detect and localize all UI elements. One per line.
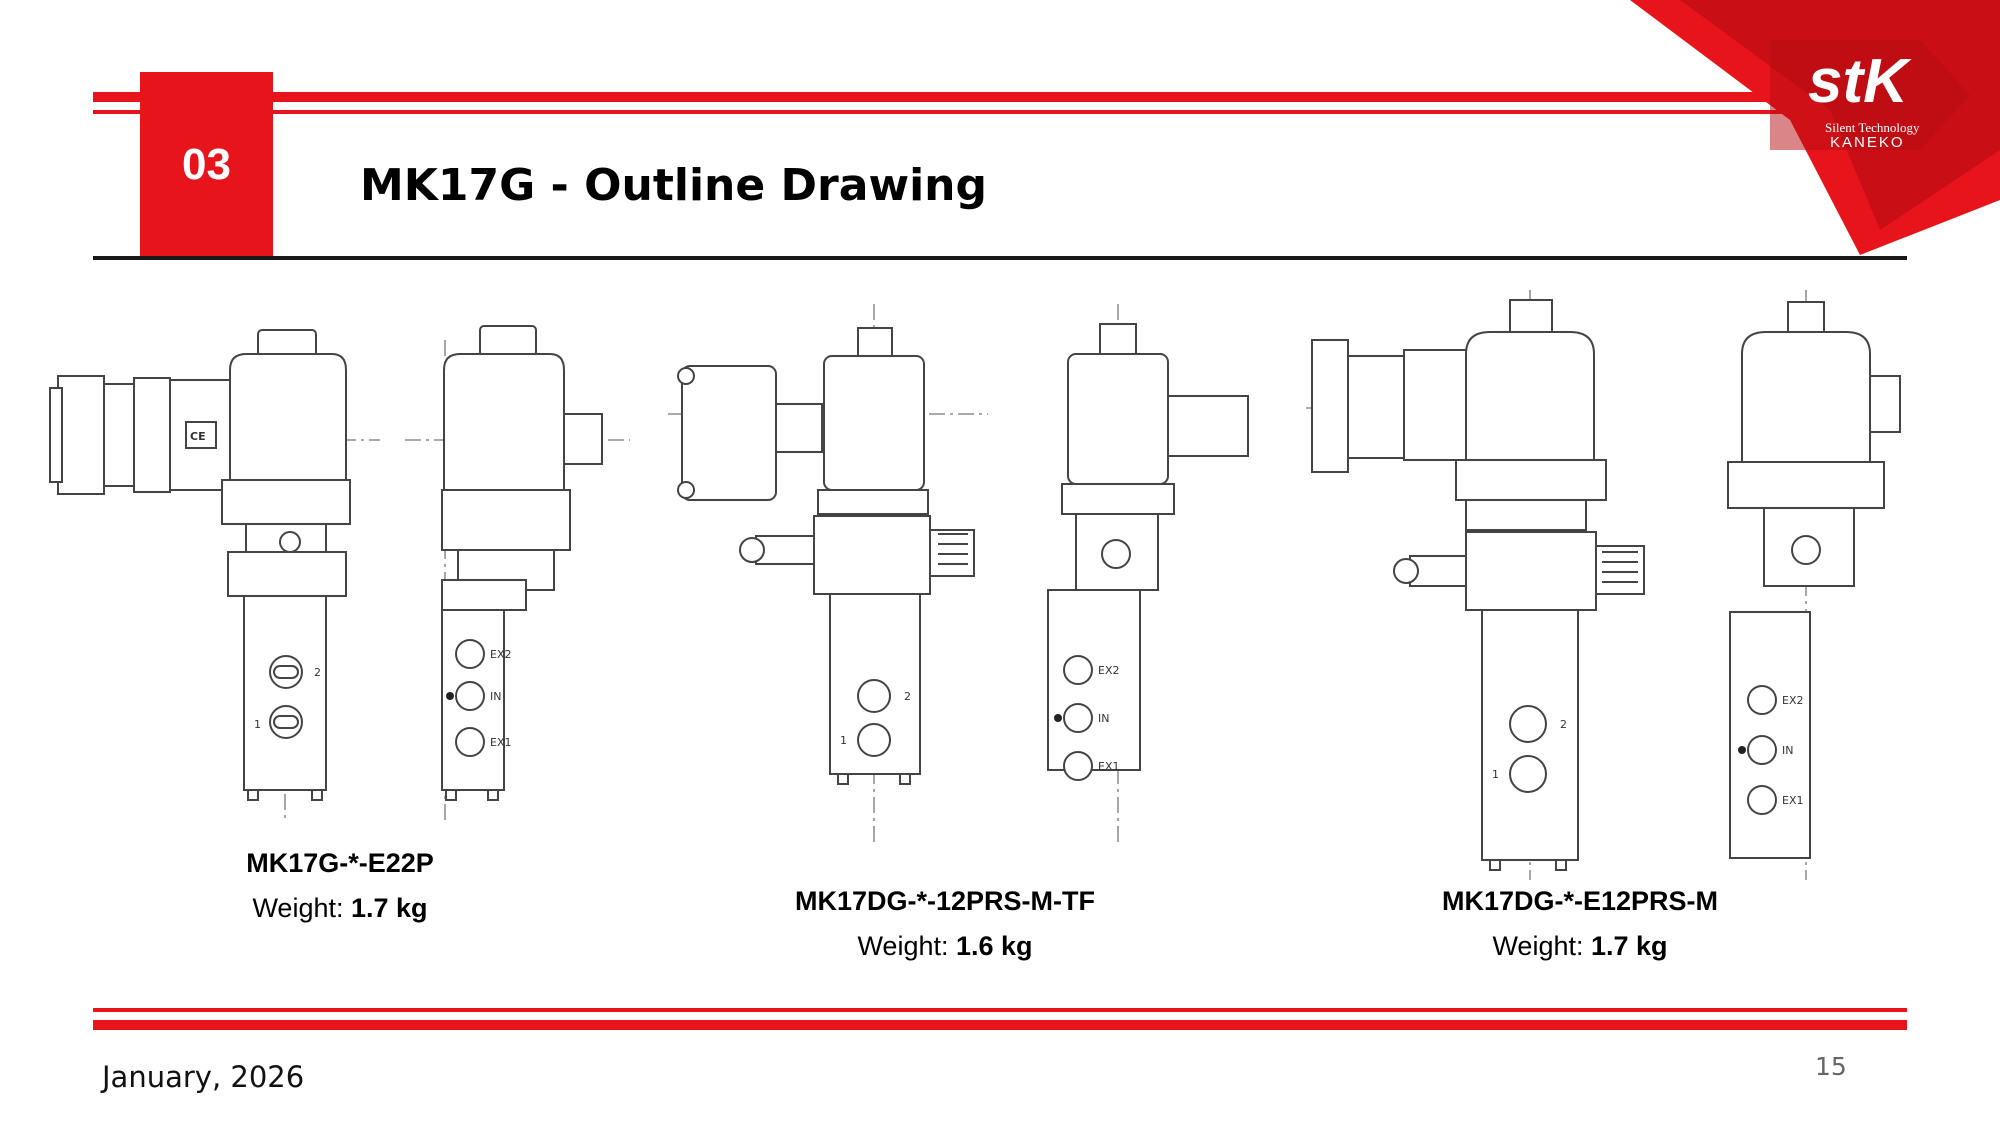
ce-mark: CE [190, 430, 206, 443]
weight-value: 1.6 kg [956, 931, 1033, 961]
section-number: 03 [182, 140, 231, 189]
product-weight: Weight: 1.6 kg [745, 931, 1145, 962]
outline-drawing-e12prs-m: 2 1 EX2 IN EX1 [1306, 290, 1901, 880]
product-model: MK17DG-*-12PRS-M-TF [794, 886, 1096, 916]
weight-value: 1.7 kg [351, 893, 428, 923]
product-weight: Weight: 1.7 kg [1380, 931, 1780, 962]
product-caption-1: MK17G-*-E22P Weight: 1.7 kg [190, 848, 490, 924]
weight-label: Weight: [857, 931, 949, 961]
in-label-b: IN [1098, 712, 1109, 725]
page-number: 15 [1815, 1052, 1847, 1081]
logo-company: KANEKO [1830, 134, 1905, 151]
product-model: MK17DG-*-E12PRS-M [1441, 886, 1719, 916]
weight-value: 1.7 kg [1591, 931, 1668, 961]
port-2-label-c: 2 [1560, 718, 1567, 731]
ex1-label-b: EX1 [1098, 760, 1119, 773]
ex2-label: EX2 [490, 648, 511, 661]
product-caption-2: MK17DG-*-12PRS-M-TF Weight: 1.6 kg [745, 886, 1145, 962]
product-weight: Weight: 1.7 kg [190, 893, 490, 924]
weight-label: Weight: [1492, 931, 1584, 961]
page-title: MK17G - Outline Drawing [360, 160, 987, 211]
port-1-label-c: 1 [1492, 768, 1499, 781]
product-model: MK17G-*-E22P [246, 848, 434, 878]
product-caption-3: MK17DG-*-E12PRS-M Weight: 1.7 kg [1380, 886, 1780, 962]
footer-rule-thin [93, 1008, 1907, 1012]
outline-drawing-12prs-m-tf: 2 1 EX2 IN EX1 [668, 304, 1249, 844]
port-2-label: 2 [314, 666, 321, 679]
weight-label: Weight: [252, 893, 344, 923]
title-underline [93, 256, 1907, 260]
company-logo: stK Silent Technology KANEKO [1630, 0, 2000, 255]
in-label: IN [490, 690, 501, 703]
ex2-label-c: EX2 [1782, 694, 1803, 707]
header-rule-thick [93, 92, 1907, 102]
ex1-label: EX1 [490, 736, 511, 749]
header-rule-thin [93, 110, 1907, 114]
footer-rule-thick [93, 1020, 1907, 1030]
ex1-label-c: EX1 [1782, 794, 1803, 807]
section-number-box: 03 [140, 72, 273, 258]
port-1-label: 1 [254, 718, 261, 731]
in-label-c: IN [1782, 744, 1793, 757]
footer-date: January, 2026 [102, 1060, 305, 1094]
outline-drawing-e22p: CE 2 1 EX2 IN EX1 [49, 325, 630, 820]
logo-mark: stK [1808, 47, 1912, 116]
port-1-label-b: 1 [840, 734, 847, 747]
logo-tagline: Silent Technology [1825, 120, 1920, 135]
port-2-label-b: 2 [904, 690, 911, 703]
ex2-label-b: EX2 [1098, 664, 1119, 677]
